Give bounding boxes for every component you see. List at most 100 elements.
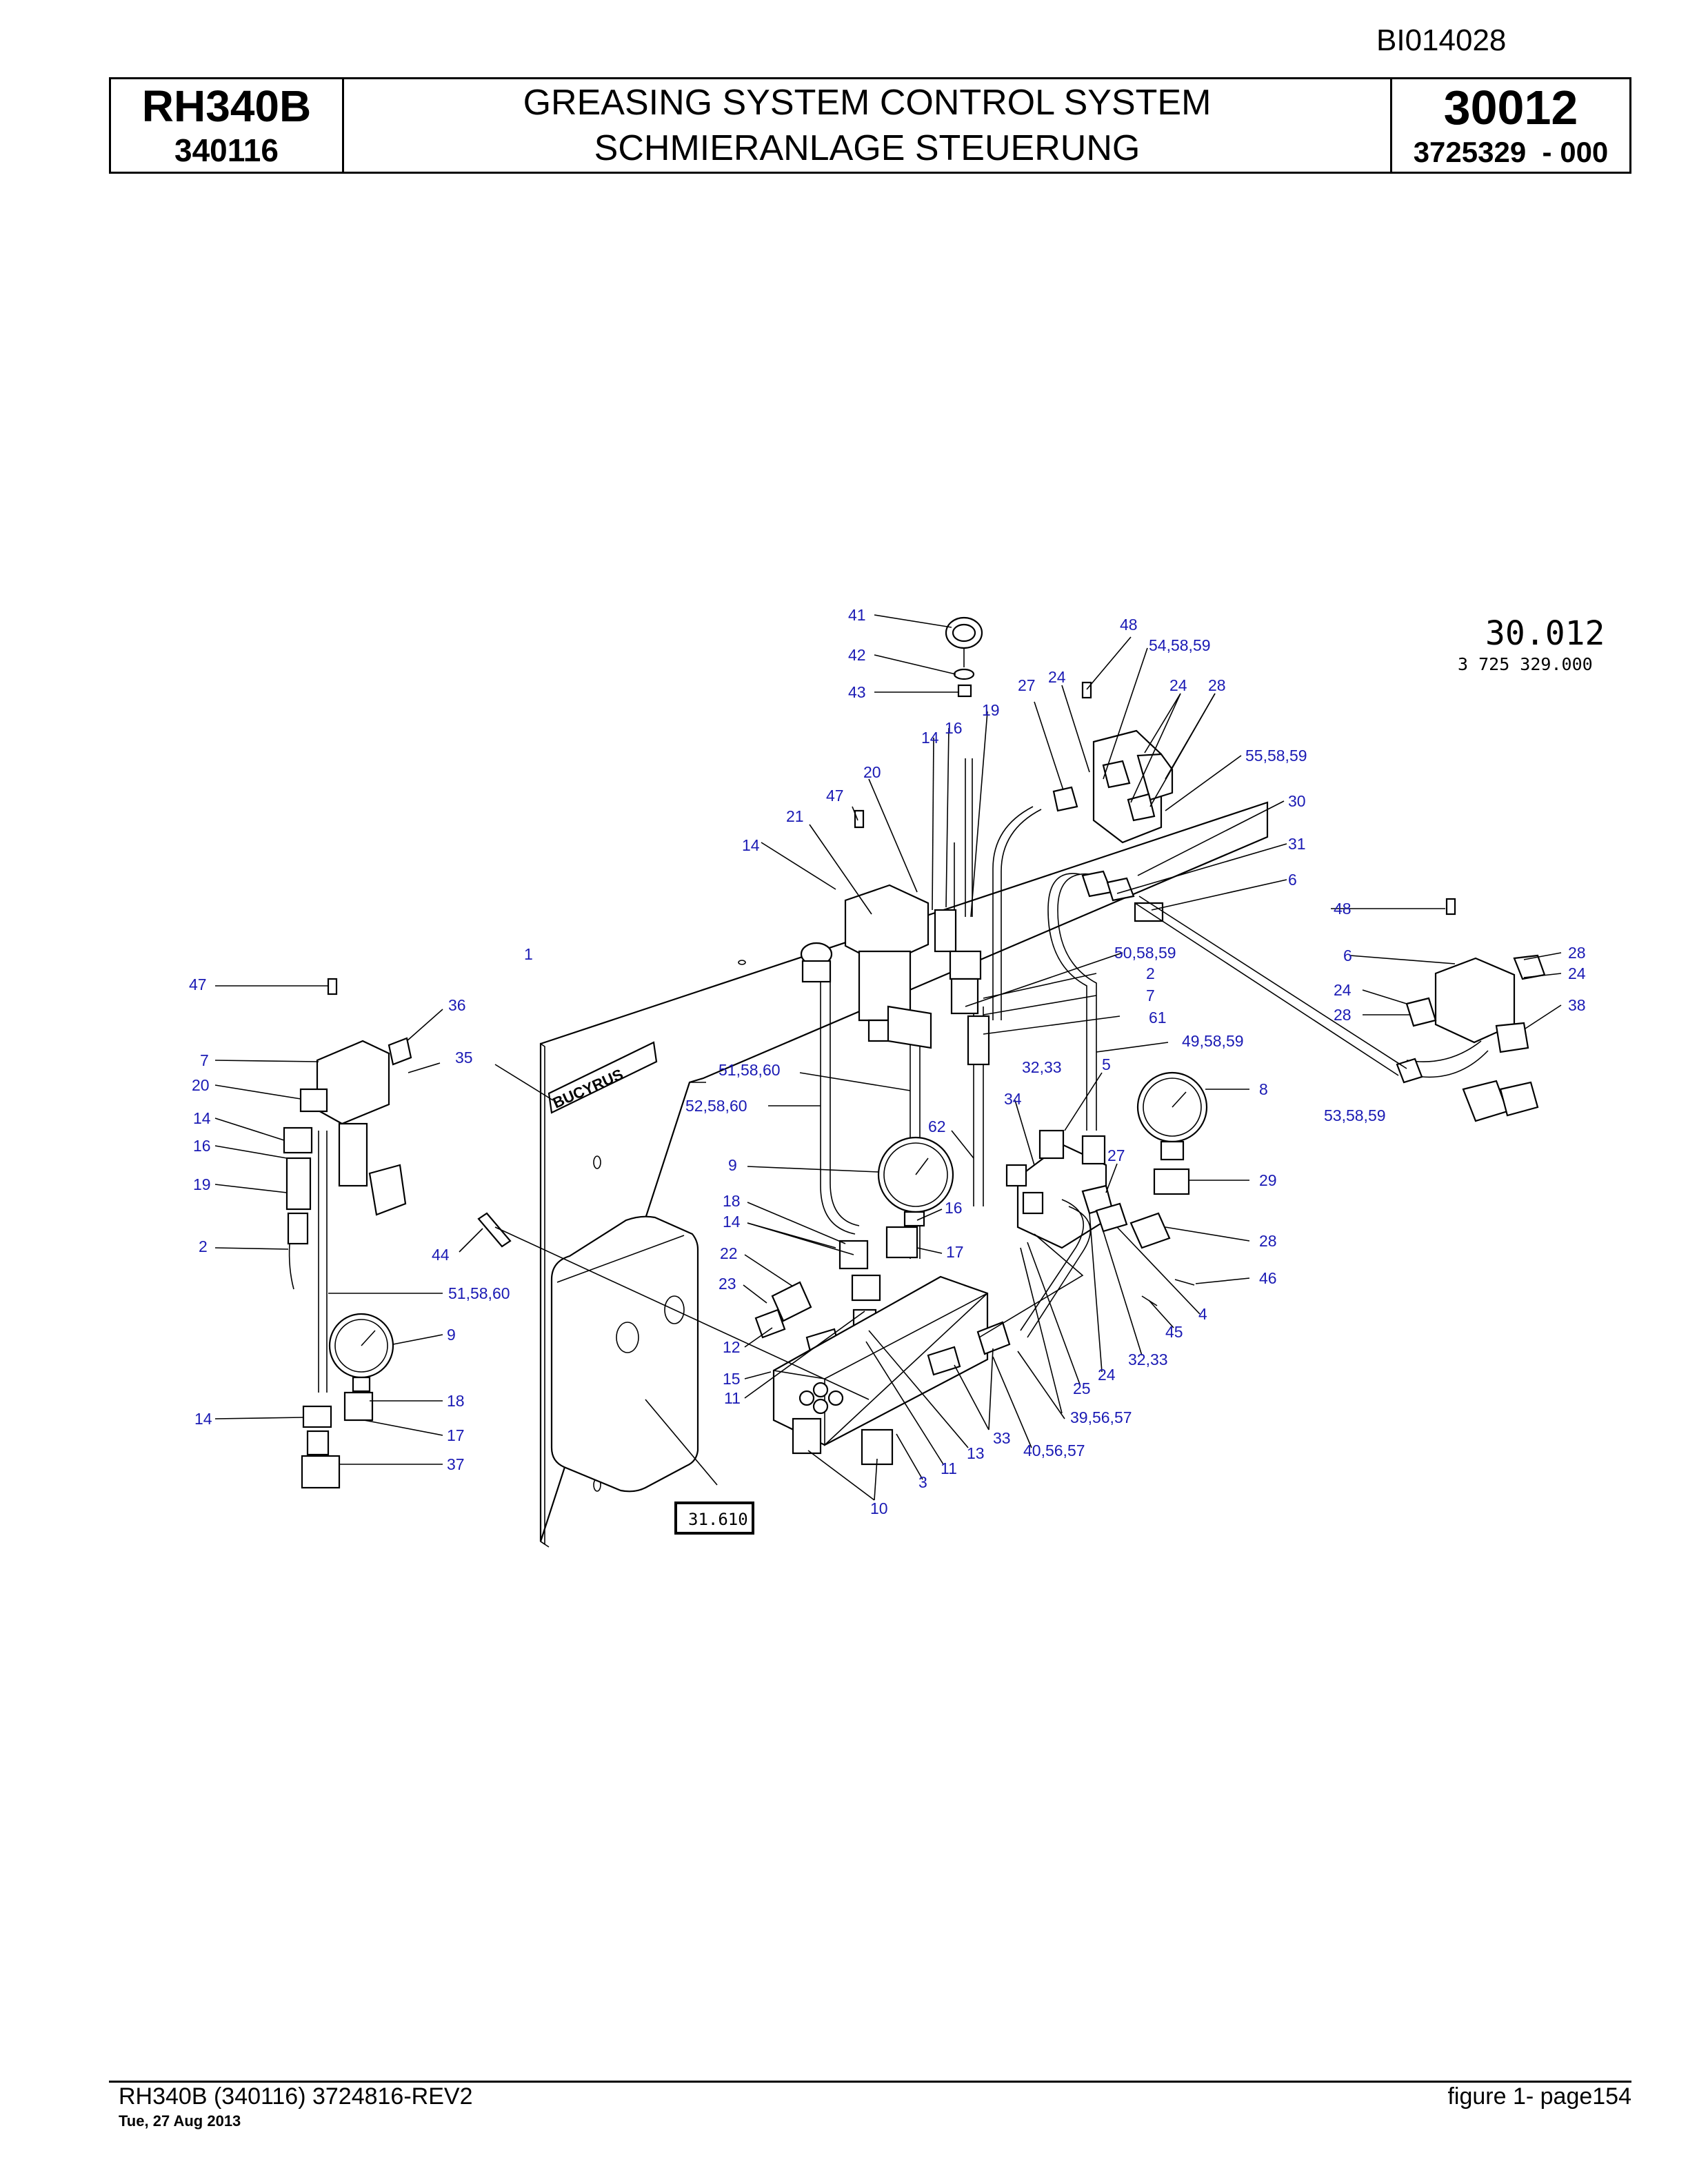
pressure-switch-left [283, 978, 412, 1489]
leader-lines [214, 614, 1562, 1501]
callout-14-c: 14 [193, 1109, 211, 1127]
callout-14-e: 14 [194, 1410, 212, 1428]
distribution-block-right [978, 1071, 1208, 1338]
callout-41: 41 [848, 606, 866, 624]
callout-27: 27 [1018, 676, 1036, 694]
callout-55-58-59: 55,58,59 [1245, 747, 1307, 765]
callout-14-d: 14 [723, 1213, 741, 1231]
box-reference-tag: 31.610 [674, 1502, 754, 1535]
callout-20-b: 20 [192, 1076, 210, 1094]
callout-40-56-57: 40,56,57 [1023, 1442, 1085, 1459]
callout-34: 34 [1004, 1090, 1022, 1108]
callout-52-58-60: 52,58,60 [685, 1097, 747, 1115]
callout-62: 62 [928, 1118, 946, 1135]
model-name: RH340B [141, 81, 312, 131]
callout-labels: 41 42 43 48 54,58,59 27 24 24 28 19 16 1… [189, 606, 1586, 1517]
callout-30: 30 [1288, 792, 1306, 810]
connecting-pipe [1134, 896, 1407, 1076]
callout-61: 61 [1149, 1009, 1167, 1027]
callout-19-b: 19 [193, 1175, 211, 1193]
control-box [550, 1215, 699, 1493]
callout-51-58-60-b: 51,58,60 [448, 1284, 510, 1302]
callout-28-a: 28 [1208, 676, 1226, 694]
callout-38: 38 [1568, 996, 1586, 1014]
callout-28-d: 28 [1259, 1232, 1277, 1250]
callout-48-b: 48 [1334, 900, 1352, 918]
footer-page-reference: figure 1- page154 [1447, 2083, 1631, 2110]
callout-32-33-b: 32,33 [1128, 1351, 1168, 1368]
callout-10: 10 [870, 1499, 888, 1517]
eye-bolt-assembly [945, 616, 983, 698]
callout-28-b: 28 [1568, 944, 1586, 962]
mounting-plate [539, 801, 1269, 1548]
drawing-reference-number: 30.012 [1485, 614, 1605, 653]
callout-37: 37 [447, 1455, 465, 1473]
callout-5: 5 [1102, 1055, 1111, 1073]
callout-24-d: 24 [1334, 981, 1352, 999]
screws [477, 809, 865, 1248]
title-cell: GREASING SYSTEM CONTROL SYSTEM SCHMIERAN… [344, 79, 1392, 172]
callout-54-58-59: 54,58,59 [1149, 636, 1211, 654]
callout-31: 31 [1288, 835, 1306, 853]
callout-39-56-57: 39,56,57 [1070, 1408, 1132, 1426]
callout-6-a: 6 [1288, 871, 1297, 889]
callout-24-b: 24 [1169, 676, 1187, 694]
callout-14-a: 14 [921, 729, 939, 747]
callout-35: 35 [455, 1049, 473, 1066]
model-cell: RH340B 340116 [111, 79, 344, 172]
callout-46: 46 [1259, 1269, 1277, 1287]
title-german: SCHMIERANLAGE STEUERUNG [594, 128, 1141, 168]
callout-25: 25 [1073, 1379, 1091, 1397]
callout-14-b: 14 [742, 836, 760, 854]
callout-20-a: 20 [863, 763, 881, 781]
callout-18-b: 18 [447, 1392, 465, 1410]
callout-12: 12 [723, 1338, 741, 1356]
callout-49-58-59: 49,58,59 [1182, 1032, 1244, 1050]
footer-document-reference: RH340B (340116) 3724816-REV2 [119, 2083, 473, 2110]
callout-32-33-a: 32,33 [1022, 1058, 1062, 1076]
callout-17-b: 17 [447, 1426, 465, 1444]
callout-42: 42 [848, 646, 866, 664]
figure-cell: 30012 3725329 - 000 [1392, 79, 1629, 172]
callout-23: 23 [719, 1275, 736, 1293]
figure-number: 30012 [1443, 81, 1578, 134]
callout-2-b: 2 [199, 1237, 208, 1255]
callout-48: 48 [1120, 616, 1138, 634]
callout-21: 21 [786, 807, 804, 825]
callout-4: 4 [1198, 1305, 1207, 1323]
callout-27-b: 27 [1107, 1146, 1125, 1164]
callout-29: 29 [1259, 1171, 1277, 1189]
assembly-part-number: 3725329 - 000 [1413, 136, 1609, 168]
title-block: RH340B 340116 GREASING SYSTEM CONTROL SY… [109, 77, 1631, 174]
callout-16-c: 16 [945, 1199, 963, 1217]
title-english: GREASING SYSTEM CONTROL SYSTEM [523, 83, 1212, 123]
serial-number: 340116 [174, 132, 279, 168]
callout-9-b: 9 [447, 1326, 456, 1344]
callout-9-a: 9 [728, 1156, 737, 1174]
valve-block-right [1396, 898, 1546, 1122]
callout-43: 43 [848, 683, 866, 701]
callout-11-a: 11 [724, 1389, 741, 1407]
valve-block-top-right [1052, 681, 1174, 922]
center-manifold [754, 1136, 1011, 1466]
callout-16-b: 16 [193, 1137, 211, 1155]
callout-33: 33 [993, 1429, 1011, 1447]
callout-36: 36 [448, 996, 466, 1014]
callout-8: 8 [1259, 1080, 1268, 1098]
callout-51-58-60-a: 51,58,60 [719, 1061, 781, 1079]
callout-47-a: 47 [826, 787, 844, 805]
callout-24-a: 24 [1048, 668, 1066, 686]
callout-24-c: 24 [1568, 964, 1586, 982]
callout-19-a: 19 [982, 701, 1000, 719]
footer-date: Tue, 27 Aug 2013 [119, 2112, 241, 2130]
svg-text:31.610: 31.610 [688, 1510, 748, 1529]
callout-44: 44 [432, 1246, 450, 1264]
solenoid-valve-center [800, 884, 990, 1066]
callout-17-a: 17 [946, 1243, 964, 1261]
callout-18-a: 18 [723, 1192, 741, 1210]
callout-1: 1 [524, 945, 533, 963]
callout-22: 22 [720, 1244, 738, 1262]
callout-6-b: 6 [1343, 947, 1352, 964]
callout-15: 15 [723, 1370, 741, 1388]
